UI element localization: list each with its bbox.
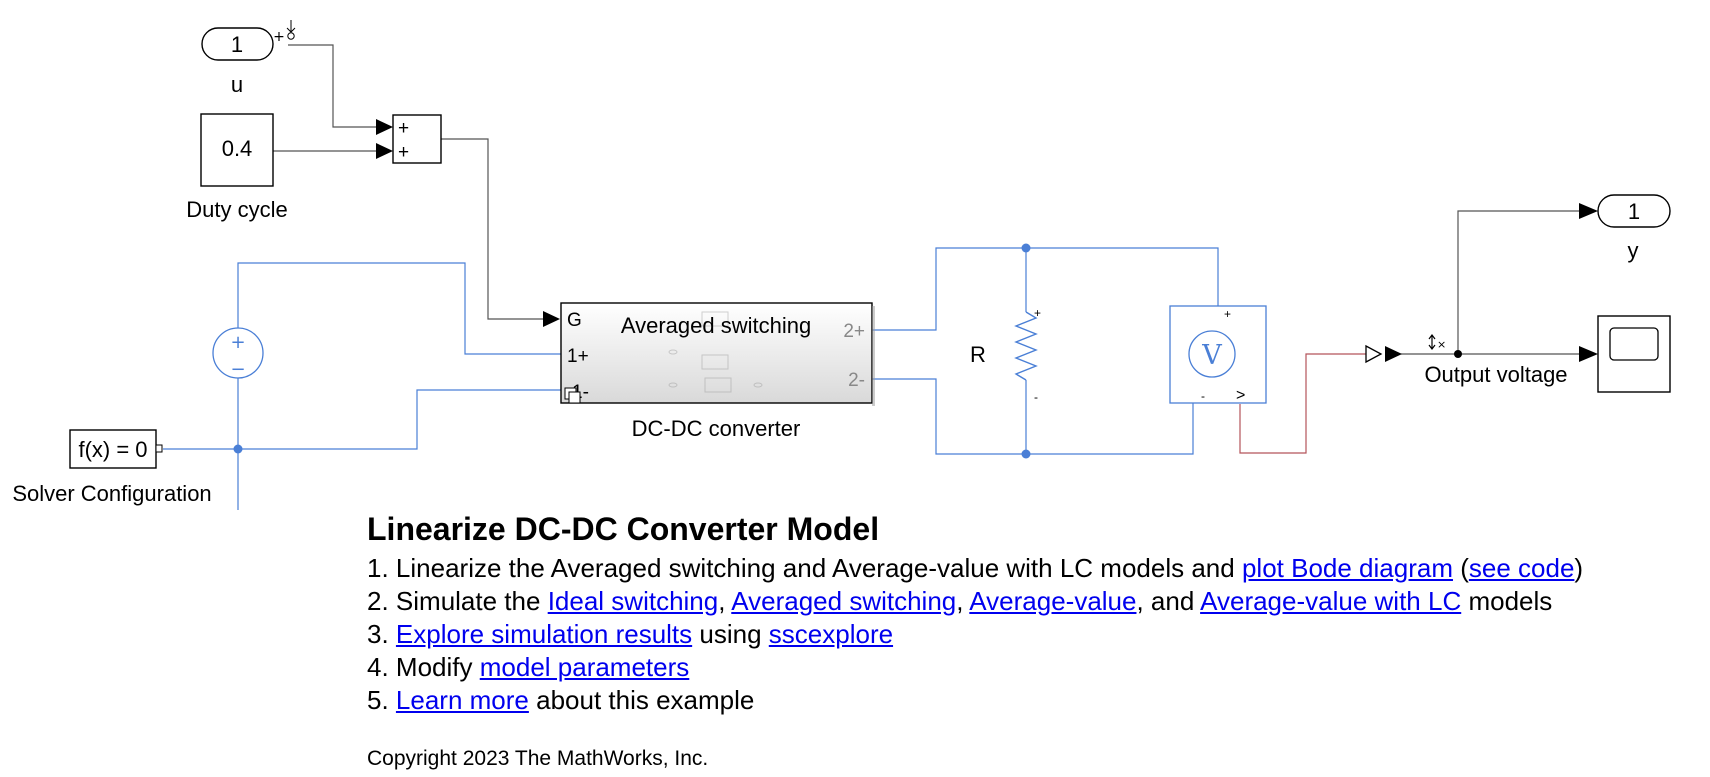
converter-port-2plus: 2+ [843,321,865,342]
duty-cycle-value: 0.4 [222,136,253,161]
sum-sign-2: + [398,142,409,163]
wire-sum-to-converter [441,138,543,320]
converter-title: Averaged switching [621,313,811,338]
explore-results-link[interactable]: Explore simulation results [395,619,693,649]
item-number: 4. [367,652,389,682]
item-number: 5. [367,685,389,715]
item-text: , and [1136,586,1195,616]
signal-label-icon: + [273,20,296,45]
converter-port-1plus: 1+ [567,346,589,367]
arrow-sum-in1 [376,119,393,135]
see-code-link[interactable]: see code [1468,553,1575,583]
inport-u-block[interactable]: 1 [201,27,274,61]
converter-mask-icon [668,311,763,393]
wire-out-minus [872,378,1194,455]
arrow-converter-g [543,311,560,327]
item-text: , [718,586,726,616]
signal-branch-point [1454,350,1462,358]
dc-voltage-source-block[interactable]: + − [212,327,264,380]
wire-source-plus [237,262,561,355]
resistor-block[interactable]: + - [1014,306,1041,404]
node-top [1021,243,1031,253]
scope-block[interactable] [1597,315,1671,393]
outport-y-label: y [1628,238,1639,263]
resistor-minus: - [1034,390,1038,404]
voltage-sensor-block[interactable]: V + - > [1169,305,1267,404]
solver-configuration-block[interactable]: f(x) = 0 [69,429,163,469]
converter-port-2minus: 2- [848,370,865,391]
learn-more-link[interactable]: Learn more [395,685,529,715]
outport-y-value: 1 [1628,199,1640,224]
converter-port-g: G [567,310,582,331]
plot-bode-link[interactable]: plot Bode diagram [1241,553,1453,583]
sscexplore-link[interactable]: sscexplore [768,619,894,649]
item-number: 2. [367,586,389,616]
inport-u-label: u [231,72,243,97]
average-value-link[interactable]: Average-value [969,586,1137,616]
item-text: Simulate the [395,586,541,616]
converter-label: DC-DC converter [632,416,801,441]
item-number: 3. [367,619,389,649]
resistor-label: R [970,342,986,367]
arrow-sum-in2 [376,143,393,159]
averaged-switching-link[interactable]: Averaged switching [731,586,957,616]
simulink-diagram: 1 u + 0.4 Duty cycle + + Averaged switch… [12,20,1671,510]
voltmeter-minus: - [1201,389,1205,403]
source-plus: + [230,332,245,353]
notes-title: Linearize DC-DC Converter Model [367,511,880,547]
notes-item-5: 5. Learn more about this example [367,684,1697,717]
sum-block[interactable]: + + [392,114,442,164]
signal-marker-icon: × [1428,334,1446,351]
average-value-lc-link[interactable]: Average-value with LC [1200,586,1462,616]
sum-sign-1: + [398,118,409,139]
item-text: ) [1574,553,1584,583]
item-text: , [956,586,964,616]
solver-value: f(x) = 0 [78,437,147,462]
duty-cycle-block[interactable]: 0.4 [200,113,274,187]
item-text: Modify [395,652,473,682]
inport-u-value: 1 [231,32,243,57]
notes-item-2: 2. Simulate the Ideal switching, Average… [367,585,1697,618]
resistor-plus: + [1034,306,1041,320]
item-text: ( [1460,553,1469,583]
node-gnd [233,444,243,454]
arrow-outport-y [1579,203,1598,219]
model-parameters-link[interactable]: model parameters [479,652,690,682]
svg-text:+: + [273,29,285,45]
notes-item-3: 3. Explore simulation results using ssce… [367,618,1697,651]
node-bottom [1021,449,1031,459]
item-text: models [1468,586,1553,616]
wire-voltmeter-out [1239,353,1366,454]
scope-label: Output voltage [1424,362,1567,387]
duty-cycle-label: Duty cycle [186,197,287,222]
outport-y-block[interactable]: 1 [1597,194,1671,228]
item-text: about this example [536,685,755,715]
voltmeter-plus: + [1224,307,1231,321]
wire-out-plus [872,247,1219,331]
arrow-scope-in [1579,346,1598,362]
notes-list: 1. Linearize the Averaged switching and … [367,552,1697,717]
solver-label: Solver Configuration [12,481,211,506]
copyright-text: Copyright 2023 The MathWorks, Inc. [367,747,709,770]
ps-simulink-converter-icon[interactable] [1365,344,1402,364]
notes-item-4: 4. Modify model parameters [367,651,1697,684]
link-badge-icon [564,387,581,404]
model-notes: Linearize DC-DC Converter Model 1. Linea… [367,511,1697,717]
voltmeter-symbol: V [1201,340,1222,371]
dc-dc-converter-block[interactable]: Averaged switching G 1+ 1- 2+ 2- [560,302,875,406]
wire-solver [163,389,561,450]
wire-u-to-sum [288,44,376,128]
source-minus: − [230,359,245,380]
ideal-switching-link[interactable]: Ideal switching [547,586,719,616]
item-number: 1. [367,553,389,583]
item-text: Linearize the Averaged switching and Ave… [395,553,1235,583]
svg-text:×: × [1437,338,1446,351]
voltmeter-out: > [1236,387,1245,404]
wire-to-outport [1457,210,1579,354]
notes-item-1: 1. Linearize the Averaged switching and … [367,552,1697,585]
item-text: using [699,619,762,649]
